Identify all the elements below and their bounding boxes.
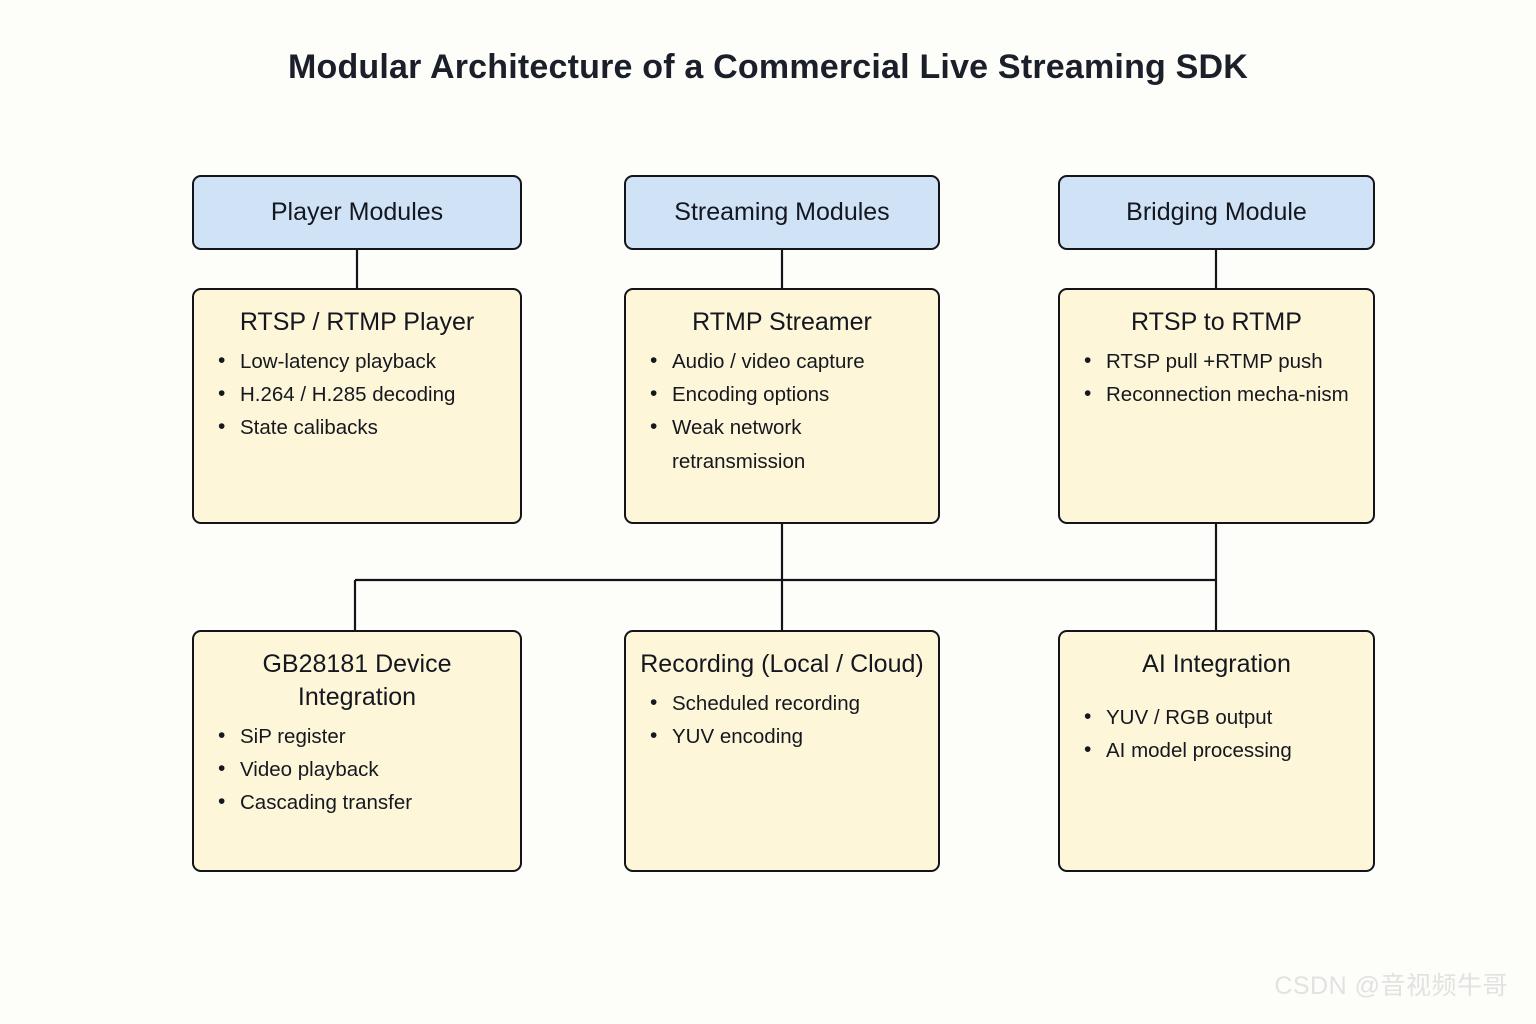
list-item: Weak network retransmission [646,410,924,477]
list-item: Cascading transfer [214,785,506,819]
card-recording[interactable]: Recording (Local / Cloud) Scheduled reco… [624,630,940,872]
header-label-streaming-modules: Streaming Modules [674,198,890,226]
card-title-rtsp-rtmp-player: RTSP / RTMP Player [239,308,475,336]
card-ai-integration[interactable]: AI Integration YUV / RGB output AI model… [1058,630,1375,872]
page-title: Modular Architecture of a Commercial Liv… [287,48,1249,86]
list-item: Reconnection mecha-nism [1080,377,1359,411]
card-title-gb28181-device-integration: GB28181 Device Integration [262,650,452,711]
list-item: Encoding options [646,377,924,411]
header-label-bridging-module: Bridging Module [1126,198,1307,226]
bullet-list-rtsp-rtmp-player: Low-latency playback H.264 / H.285 decod… [208,344,506,445]
header-box-bridging-module[interactable]: Bridging Module [1058,175,1375,250]
bullet-list-recording: Scheduled recording YUV encoding [640,686,924,753]
card-rtsp-rtmp-player[interactable]: RTSP / RTMP Player Low-latency playback … [192,288,522,524]
card-rtmp-streamer[interactable]: RTMP Streamer Audio / video capture Enco… [624,288,940,524]
list-item: Scheduled recording [646,686,924,720]
header-label-player-modules: Player Modules [270,198,444,226]
bullet-list-ai-integration: YUV / RGB output AI model processing [1074,700,1359,767]
list-item: RTSP pull +RTMP push [1080,344,1359,378]
list-item: H.264 / H.285 decoding [214,377,506,411]
card-title-rtmp-streamer: RTMP Streamer [692,308,872,336]
card-title-recording: Recording (Local / Cloud) [640,650,924,678]
bullet-list-rtmp-streamer: Audio / video capture Encoding options W… [640,344,924,478]
header-box-player-modules[interactable]: Player Modules [192,175,522,250]
card-title-rtsp-to-rtmp: RTSP to RTMP [1131,308,1302,336]
watermark-text: CSDN @音视频牛哥 [1274,972,1508,1000]
bullet-list-rtsp-to-rtmp: RTSP pull +RTMP push Reconnection mecha-… [1074,344,1359,411]
list-item: AI model processing [1080,733,1359,767]
list-item: SiP register [214,719,506,753]
list-item: Video playback [214,752,506,786]
card-title-ai-integration: AI Integration [1142,650,1291,678]
list-item: YUV encoding [646,719,924,753]
list-item: Audio / video capture [646,344,924,378]
card-rtsp-to-rtmp[interactable]: RTSP to RTMP RTSP pull +RTMP push Reconn… [1058,288,1375,524]
list-item: State calibacks [214,410,506,444]
card-gb28181-device-integration[interactable]: GB28181 Device Integration SiP register … [192,630,522,872]
list-item: YUV / RGB output [1080,700,1359,734]
header-box-streaming-modules[interactable]: Streaming Modules [624,175,940,250]
bullet-list-gb28181: SiP register Video playback Cascading tr… [208,719,506,820]
list-item: Low-latency playback [214,344,506,378]
